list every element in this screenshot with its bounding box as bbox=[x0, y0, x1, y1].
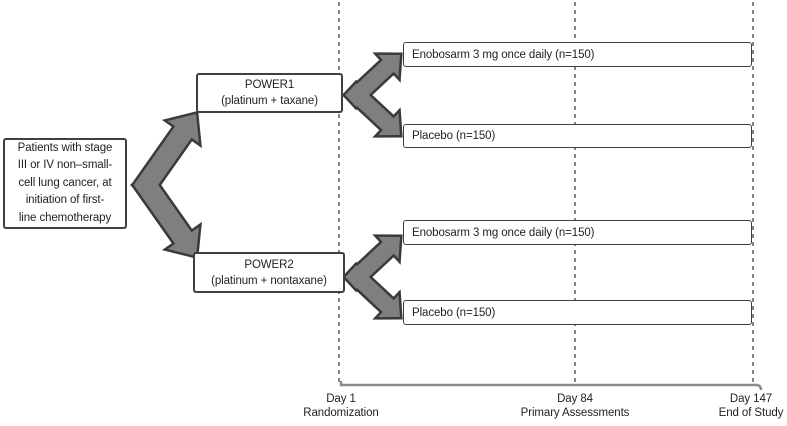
power1-placebo-arm-box: Placebo (n=150) bbox=[403, 124, 752, 148]
power2-enobosarm-arm-box: Enobosarm 3 mg once daily (n=150) bbox=[403, 220, 752, 245]
power2-placebo-arm-box: Placebo (n=150) bbox=[403, 300, 752, 325]
day147-dashed-line bbox=[752, 2, 754, 384]
power2-split-arrow bbox=[341, 234, 403, 320]
split-arrow-shape bbox=[341, 261, 403, 320]
split-arrow-shape bbox=[130, 110, 202, 200]
split-arrow-shape bbox=[341, 52, 403, 111]
day1-dashed-line bbox=[338, 2, 340, 384]
timeline-axis-line bbox=[339, 381, 763, 391]
power2-study-box: POWER2(platinum + nontaxane) bbox=[193, 252, 345, 293]
split-arrow-shape bbox=[341, 234, 403, 293]
split-arrow-shape bbox=[345, 265, 400, 318]
randomization-split-arrow bbox=[130, 110, 202, 260]
power1-enobosarm-arm-box: Enobosarm 3 mg once daily (n=150) bbox=[403, 42, 752, 67]
split-arrow-shape bbox=[133, 173, 199, 256]
power1-split-arrow bbox=[341, 52, 403, 138]
split-arrow-shape bbox=[130, 170, 202, 260]
day84-dashed-line bbox=[574, 2, 576, 384]
split-arrow-shape bbox=[345, 83, 400, 136]
split-arrow-shape bbox=[345, 236, 400, 289]
split-arrow-shape bbox=[133, 114, 199, 197]
power1-study-box: POWER1(platinum + taxane) bbox=[196, 73, 343, 113]
split-arrow-shape bbox=[341, 79, 403, 138]
split-arrow-shape bbox=[345, 54, 400, 107]
